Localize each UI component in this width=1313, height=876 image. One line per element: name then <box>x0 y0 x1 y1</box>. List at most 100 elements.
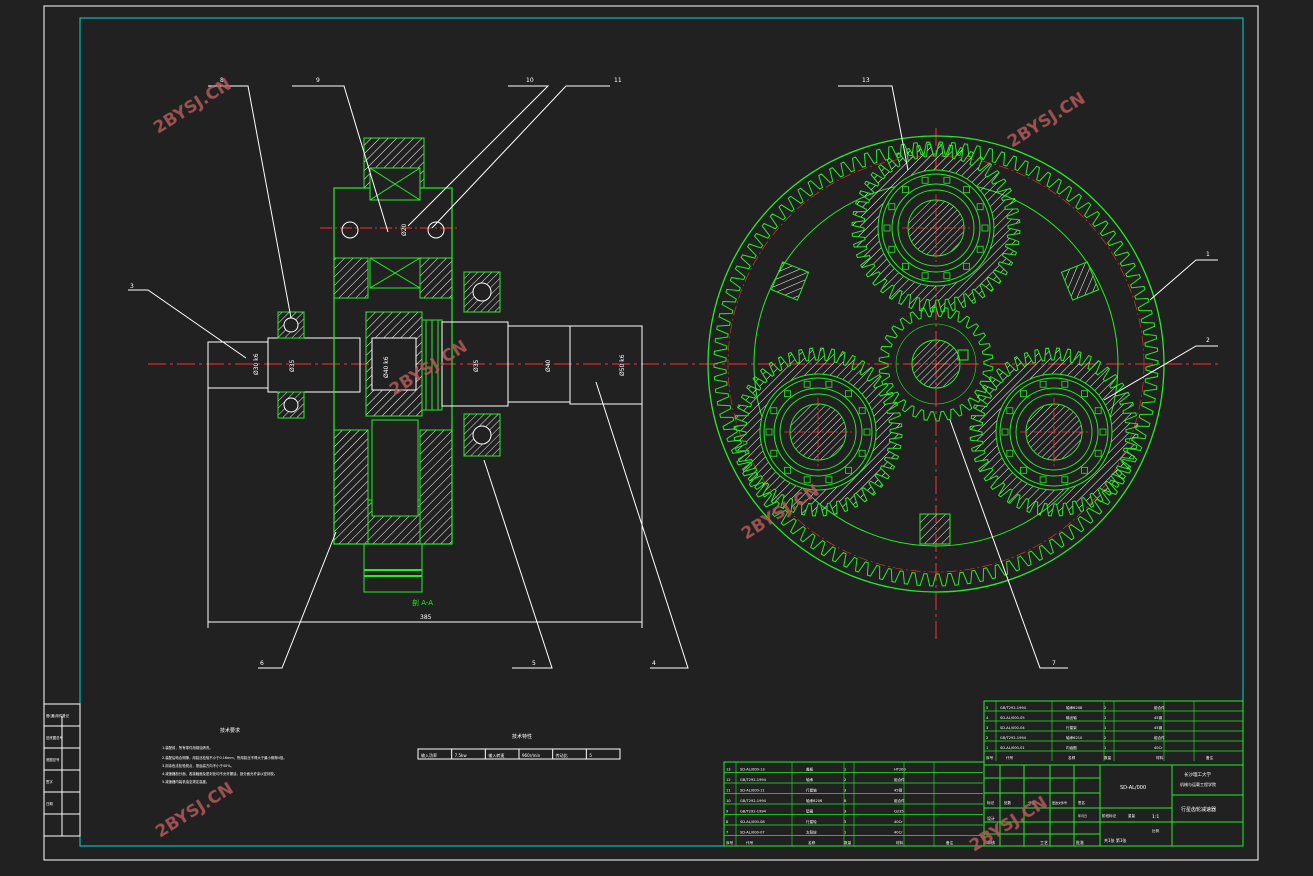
bom-cell: 7 <box>726 831 728 835</box>
bom-cell: 输出轴 <box>1066 715 1077 720</box>
notes-line-3: 3.用涂色法检验斑点，按齿高方向不小于40%。 <box>162 763 234 768</box>
notes-line-5: 5.减速器内装机油至规定高度。 <box>162 779 209 784</box>
tech-table-cell: 5 <box>589 753 592 758</box>
bom-cell: 组合件 <box>1154 735 1165 740</box>
bom-header-cell: 名称 <box>808 840 816 845</box>
bom-cell: SD-AL/000-13 <box>740 768 765 772</box>
title-field-zone: 分区 <box>1028 800 1036 805</box>
bom-cell: 轴承6208 <box>1066 705 1083 710</box>
bom-cell: Q235 <box>894 810 904 814</box>
bom-cell: 1 <box>1104 726 1106 730</box>
bom-header-cell: 数量 <box>1104 755 1112 760</box>
notes-line-2: 2.装配后啮合侧隙，用铅丝检验不小于0.16mm，所用铅丝不得大于最小侧隙4倍。 <box>162 755 287 760</box>
label-p13: 13 <box>862 77 870 84</box>
notes-heading: 技术要求 <box>220 727 240 734</box>
title-field-approve: 批准 <box>1076 839 1084 845</box>
bom-cell: 行星轴 <box>806 788 817 793</box>
title-sheet: 共1张 第1张 <box>1104 837 1126 843</box>
bom-cell: 组合件 <box>894 777 905 782</box>
bom-cell: 45钢 <box>1154 715 1163 720</box>
bom-cell: 太阳轮 <box>806 830 817 835</box>
bom-cell: 垫圈 <box>806 809 814 814</box>
bom-cell: 8 <box>726 820 729 824</box>
dim-right-end: Ø50 k6 <box>619 354 626 376</box>
bom-cell: 6 <box>844 799 847 803</box>
revision-row-label: 借(通)用件登记 <box>46 713 70 718</box>
bom-cell: 45钢 <box>1154 725 1163 730</box>
bom-cell: 45钢 <box>894 788 903 793</box>
dim-right-a: Ø35 <box>473 359 480 372</box>
bom-cell: SD-AL/000-07 <box>740 831 765 835</box>
bom-cell: GB/T292-1994 <box>740 778 767 782</box>
title-block: 行星齿轮减速器 长沙理工大学 机械与运载工程学院 SD-AL/000 1:1 共… <box>983 764 1244 847</box>
bom-header-cell: 材料 <box>1156 755 1164 760</box>
bom-cell: 行星轮 <box>806 819 817 824</box>
bom-header-cell: 材料 <box>896 840 904 845</box>
bom-cell: 3 <box>844 810 846 814</box>
planet-gears <box>733 143 1139 517</box>
label-p10: 10 <box>526 77 534 84</box>
bom-cell: 2 <box>1104 706 1106 710</box>
label-p6: 6 <box>260 660 264 667</box>
title-field-sign: 签名 <box>1078 800 1085 805</box>
technical-notes: 技术要求 1.装配前，所有零件用煤油清洗。 2.装配后啮合侧隙，用铅丝检验不小于… <box>162 727 287 784</box>
title-scale: 1:1 <box>1152 814 1159 820</box>
title-drawing-no: SD-AL/000 <box>1120 785 1146 791</box>
label-p4: 4 <box>652 660 656 667</box>
bom-cell: 内齿圈 <box>1066 745 1077 750</box>
bom-cell: 13 <box>726 768 731 772</box>
bom-cell: SD-AL/000-01 <box>1000 746 1025 750</box>
bom-cell: 40Cr <box>894 820 903 824</box>
bom-cell: 10 <box>726 799 731 803</box>
carrier-lugs <box>770 261 1100 545</box>
bom-cell: 12 <box>726 778 731 782</box>
dim-right-b: Ø40 <box>545 359 552 372</box>
bom-cell: GB/T292-1994 <box>740 810 767 814</box>
bom-cell: 轴承 <box>806 777 814 782</box>
revision-row-label: 旧底图总号 <box>46 735 64 740</box>
label-p9: 9 <box>316 77 320 84</box>
label-p3: 3 <box>130 283 134 290</box>
outer-border <box>43 5 1259 861</box>
ring-gear-teeth <box>713 141 1159 587</box>
gear-view: 13 1 2 7 <box>700 77 1220 669</box>
bom-cell: 1 <box>1104 746 1106 750</box>
label-p5: 5 <box>532 660 536 667</box>
bom-header-cell: 名称 <box>1068 755 1076 760</box>
notes-line-4: 4.减速器剖分面、各接触面及密封处均不允许漏油，剖分面允许涂以密封胶。 <box>162 771 277 776</box>
bom-cell: 3 <box>986 726 988 730</box>
revision-row-label: 签字 <box>46 779 53 784</box>
bom-cell: 1 <box>986 746 988 750</box>
tech-table-cell: 传动比 <box>556 752 568 758</box>
bom-cell: 5 <box>986 706 988 710</box>
title-field-docno: 更改文件号 <box>1052 800 1067 805</box>
watermark-2: 2BYSJ.CN <box>1004 89 1089 153</box>
title-drawing-name: 行星齿轮减速器 <box>1181 806 1216 813</box>
dim-overall-length: 385 <box>420 614 432 621</box>
bom-cell: 2 <box>986 736 988 740</box>
title-school: 长沙理工大学 <box>1184 771 1211 778</box>
bom-cell: SD-AL/000-08 <box>740 820 765 824</box>
bom-cell: SD-AL/000-05 <box>1000 716 1025 720</box>
bom-header-cell: 序号 <box>986 755 994 760</box>
tech-table-cell: 输入功率 <box>421 752 437 758</box>
dim-bearing-left: Ø35 <box>289 359 296 372</box>
bom-header-cell: 备注 <box>1206 755 1214 760</box>
title-dept: 机械与运载工程学院 <box>1180 781 1216 787</box>
dim-left-shaft: Ø30 k6 <box>253 353 260 375</box>
bom-cell: 40Cr <box>1154 746 1163 750</box>
revision-row-label: 底图总号 <box>46 757 60 762</box>
label-p8: 8 <box>220 77 224 84</box>
title-field-weight: 重量 <box>1128 813 1136 818</box>
label-p11: 11 <box>614 77 622 84</box>
inner-border <box>79 17 1244 847</box>
title-field-scale: 比例 <box>1152 828 1160 833</box>
bom-cell: SD-AL/000-04 <box>1000 726 1025 730</box>
bom-cell: 1 <box>1104 716 1106 720</box>
bom-header-cell: 代号 <box>746 840 754 845</box>
tech-table-cell: 7.5kw <box>455 753 468 758</box>
bom-header-cell: 序号 <box>726 840 734 845</box>
